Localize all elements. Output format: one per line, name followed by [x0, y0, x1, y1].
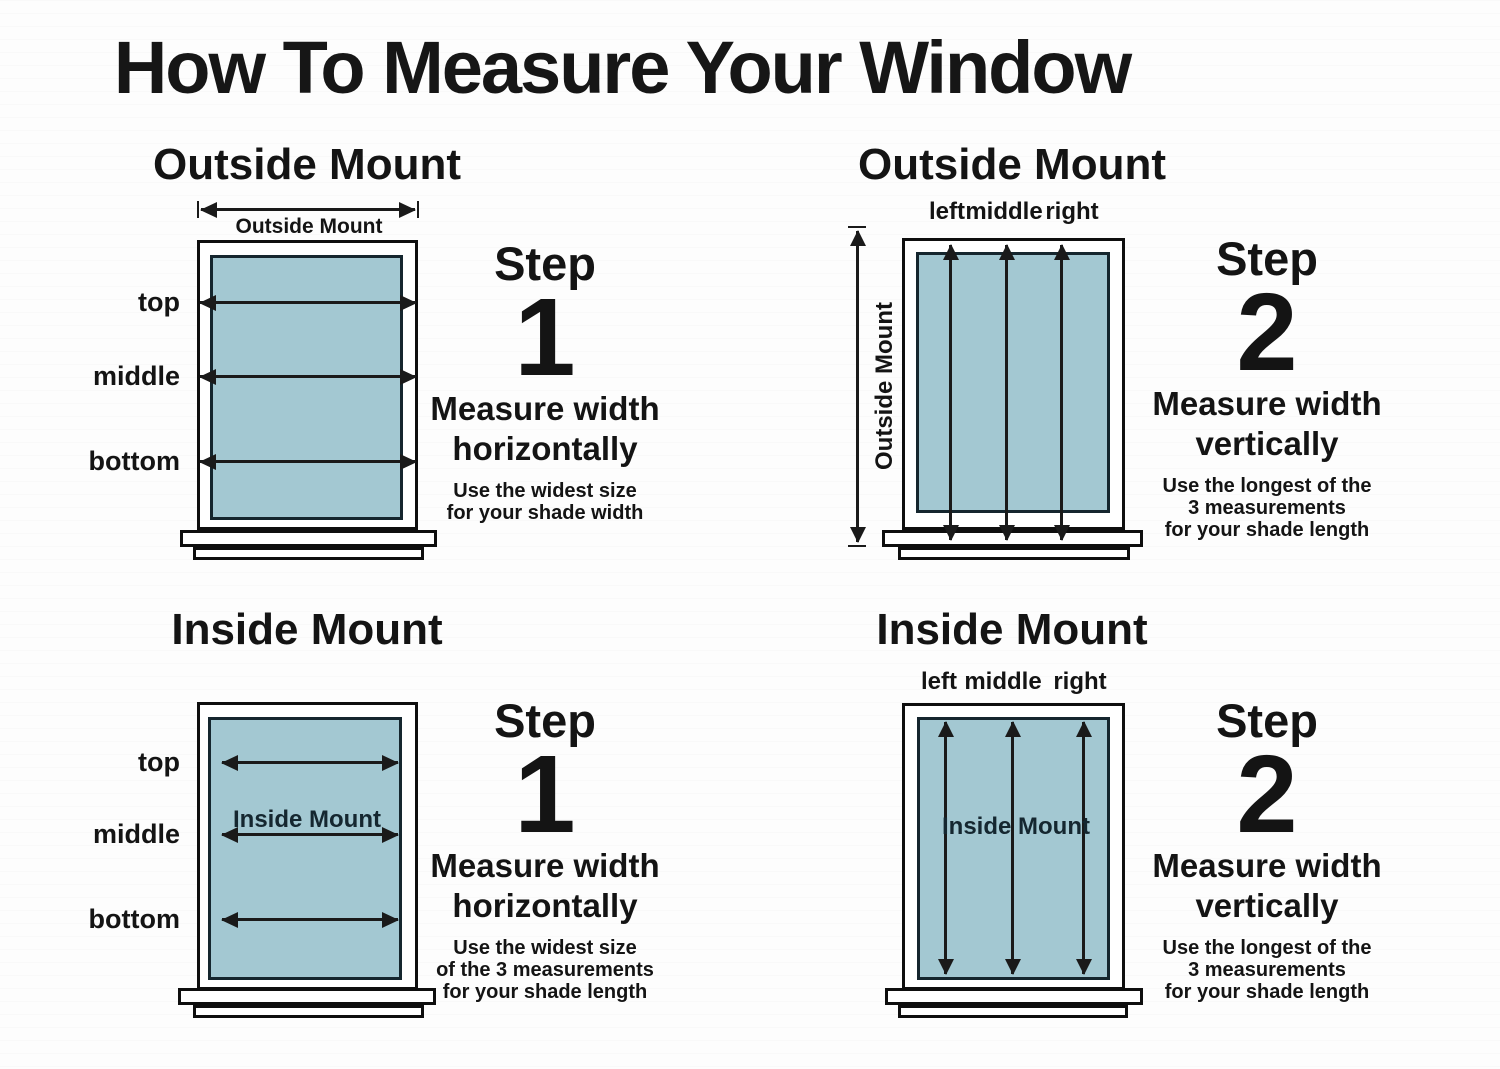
step-block: Step 1 Measure width horizontally Use th…	[395, 240, 695, 524]
window-frame	[197, 240, 418, 530]
step-note: Use the widest size of the 3 measurement…	[395, 937, 695, 1003]
step-number: 2	[1236, 733, 1298, 856]
step-label: Step	[1216, 694, 1318, 747]
step-instruction-line2: horizontally	[452, 429, 638, 467]
measure-arrow-top	[200, 301, 416, 304]
step-number: 1	[514, 276, 576, 399]
row-label-top: top	[138, 287, 180, 317]
step-number: 1	[514, 733, 576, 856]
window-sill-outer	[885, 988, 1143, 1005]
step-note-line: Use the widest size	[453, 480, 637, 503]
page-title: How To Measure Your Window	[113, 26, 1132, 109]
glass-label: Inside Mount	[942, 813, 1090, 840]
step-number: 2	[1236, 271, 1298, 394]
row-label-middle: middle	[92, 819, 180, 849]
window-glass	[916, 252, 1110, 513]
step-block: Step 2 Measure width vertically Use the …	[1117, 697, 1417, 1003]
step-note-line: 3 measurements	[1188, 497, 1346, 520]
dimension-tick-right	[417, 201, 419, 218]
measure-arrow-middle	[1011, 722, 1014, 974]
measure-arrow-top	[222, 761, 398, 764]
col-label-left: left	[921, 668, 957, 695]
step-note-line: Use the longest of the	[1162, 475, 1372, 498]
row-label-top: top	[138, 747, 180, 777]
row-label-bottom: bottom	[88, 446, 180, 476]
step-note-line: for your shade length	[1164, 519, 1370, 542]
step-note-line: for your shade length	[1164, 981, 1370, 1004]
double-arrow-vertical	[856, 231, 859, 542]
step-instruction-line1: Measure width	[430, 390, 660, 428]
step-label: Step	[494, 694, 596, 747]
width-dimension-arrow	[197, 201, 419, 218]
row-label-bottom: bottom	[88, 904, 180, 934]
window-sill-outer	[178, 988, 436, 1005]
dimension-arrow-label: Outside Mount	[871, 302, 898, 470]
step-note-line: Use the widest size	[453, 937, 637, 960]
col-label-right: right	[1045, 198, 1099, 225]
section-heading: Inside Mount	[876, 605, 1148, 654]
window-sill-inner	[898, 547, 1130, 560]
window-sill-inner	[193, 1005, 424, 1018]
step-instruction-line1: Measure width	[430, 847, 660, 885]
col-label-middle: middle	[964, 668, 1042, 695]
step-note-line: Use the longest of the	[1162, 937, 1372, 960]
step-note: Use the longest of the 3 measurements fo…	[1117, 937, 1417, 1003]
col-label-left: left	[929, 198, 965, 225]
measure-arrow-bottom	[222, 918, 398, 921]
window-glass	[210, 255, 403, 520]
step-note: Use the longest of the 3 measurements fo…	[1117, 475, 1417, 541]
section-heading: Outside Mount	[858, 140, 1166, 189]
step-note-line: for your shade width	[446, 502, 644, 525]
step-instruction-line1: Measure width	[1152, 847, 1382, 885]
dimension-tick-top	[848, 226, 866, 228]
glass-label: Inside Mount	[233, 806, 381, 833]
step-label: Step	[494, 237, 596, 290]
col-label-middle: middle	[965, 198, 1043, 225]
measure-arrow-right	[1082, 722, 1085, 974]
step-note-line: 3 measurements	[1188, 959, 1346, 982]
step-instruction-line2: vertically	[1195, 886, 1339, 924]
measure-arrow-right	[1060, 245, 1063, 540]
step-note-line: of the 3 measurements	[436, 959, 654, 982]
step-note-line: for your shade length	[442, 981, 648, 1004]
step-instruction-line1: Measure width	[1152, 385, 1382, 423]
measure-arrow-middle	[200, 375, 416, 378]
window-frame	[902, 238, 1125, 530]
measure-arrow-middle	[1005, 245, 1008, 540]
step-instruction-line2: horizontally	[452, 886, 638, 924]
section-heading: Inside Mount	[171, 605, 443, 654]
window-sill-inner	[898, 1005, 1128, 1018]
dimension-tick-bottom	[848, 545, 866, 547]
double-arrow-horizontal	[201, 208, 415, 211]
window-sill-outer	[180, 530, 437, 547]
measure-arrow-bottom	[200, 460, 416, 463]
window-frame	[197, 702, 418, 990]
col-label-right: right	[1053, 668, 1107, 695]
measure-arrow-middle	[222, 833, 398, 836]
measure-arrow-left	[949, 245, 952, 540]
step-block: Step 2 Measure width vertically Use the …	[1117, 235, 1417, 541]
measure-arrow-left	[944, 722, 947, 974]
row-label-middle: middle	[92, 361, 180, 391]
step-note: Use the widest size for your shade width	[395, 480, 695, 524]
dimension-arrow-label: Outside Mount	[235, 215, 383, 238]
dimension-tick-left	[197, 201, 199, 218]
step-instruction-line2: vertically	[1195, 424, 1339, 462]
step-block: Step 1 Measure width horizontally Use th…	[395, 697, 695, 1003]
step-label: Step	[1216, 232, 1318, 285]
window-sill-inner	[193, 547, 424, 560]
section-heading: Outside Mount	[153, 140, 461, 189]
height-dimension-arrow	[848, 226, 866, 547]
